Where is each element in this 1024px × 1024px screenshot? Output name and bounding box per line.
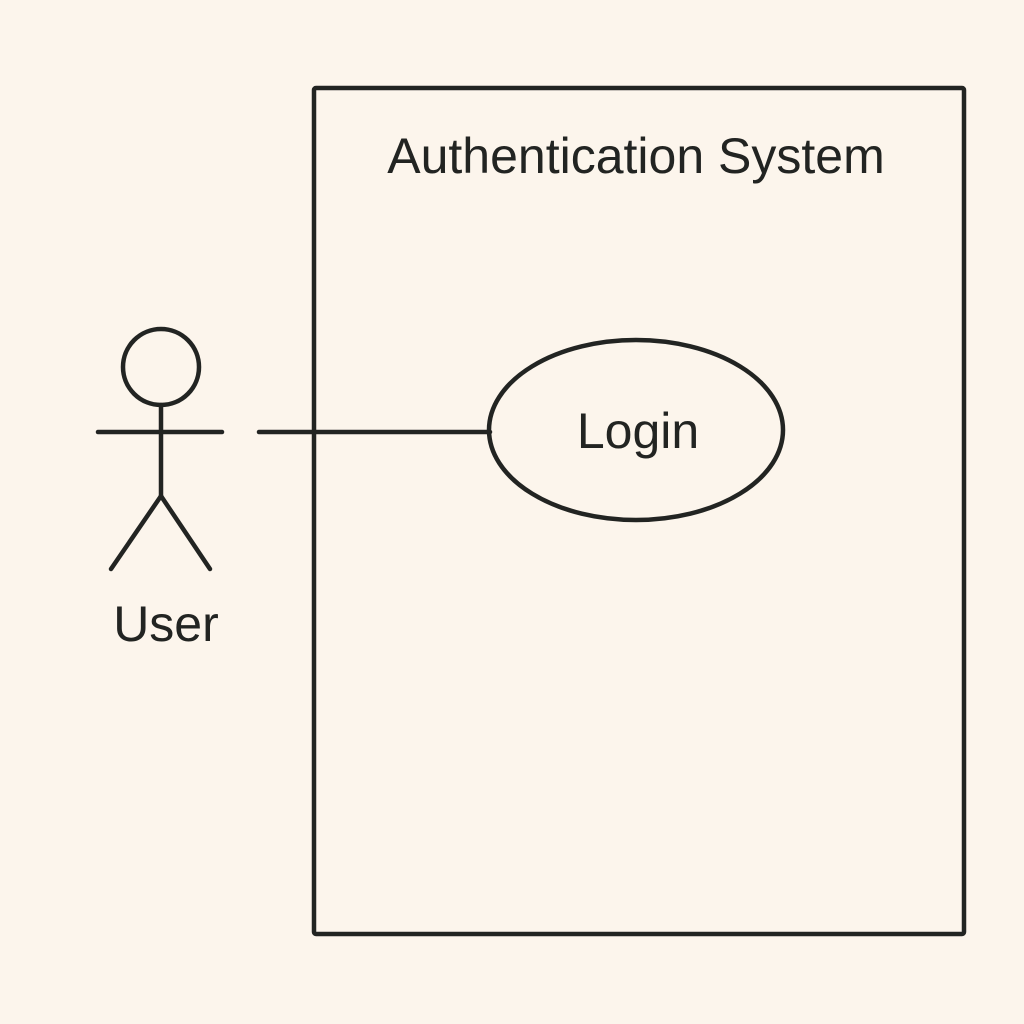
actor-user: User xyxy=(95,326,225,652)
system-boundary: Authentication System xyxy=(311,85,967,937)
actor-name: User xyxy=(113,596,219,652)
system-title: Authentication System xyxy=(387,128,885,184)
use-case-login: Login xyxy=(486,337,786,523)
stick-figure-icon xyxy=(95,326,225,572)
actor-right-leg xyxy=(158,493,213,572)
actor-head xyxy=(120,326,202,408)
system-boundary-frame xyxy=(311,85,967,937)
use-case-ellipse xyxy=(486,337,786,523)
actor-left-leg xyxy=(108,493,164,572)
use-case-label: Login xyxy=(577,403,699,459)
